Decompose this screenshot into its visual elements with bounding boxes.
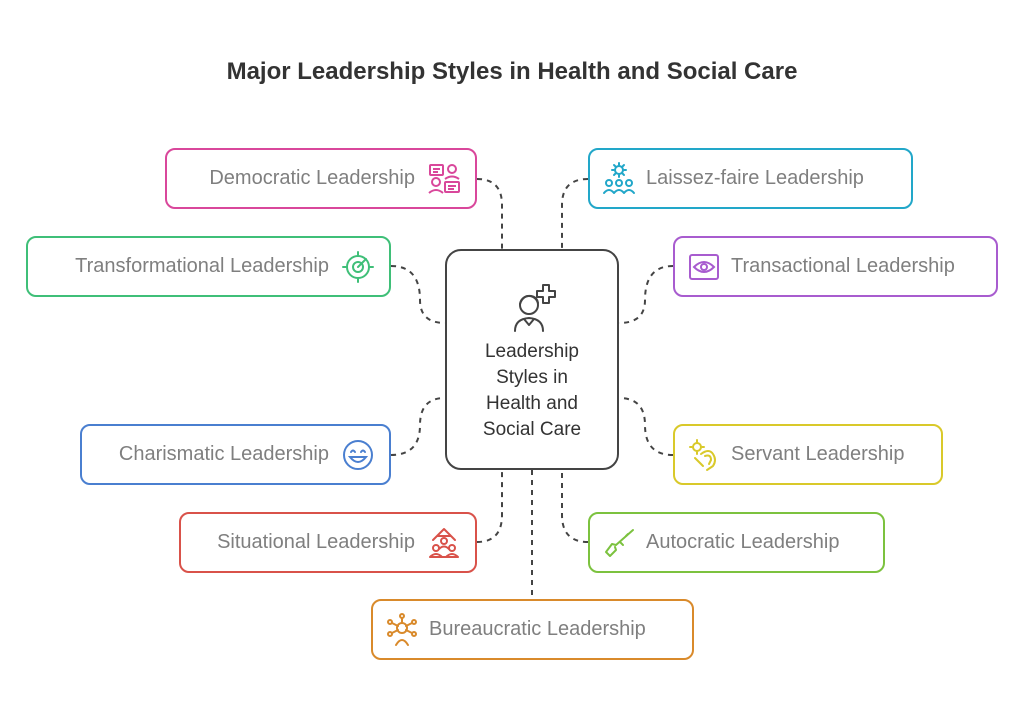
charismatic-leadership-node: Charismatic Leadership xyxy=(80,424,391,485)
autocratic-leadership-node: Autocratic Leadership xyxy=(588,512,885,573)
discussion-icon xyxy=(427,162,461,196)
central-topic-node: Leadership Styles in Health and Social C… xyxy=(445,249,619,470)
democratic-leadership-label: Democratic Leadership xyxy=(209,167,415,189)
group-gear-icon xyxy=(602,161,636,196)
nurse-plus-icon xyxy=(507,279,563,340)
servant-leadership-node: Servant Leadership xyxy=(673,424,943,485)
page-title: Major Leadership Styles in Health and So… xyxy=(226,58,798,85)
helping-hand-icon xyxy=(687,438,721,472)
smiley-icon xyxy=(341,438,375,472)
eye-frame-icon xyxy=(687,250,721,284)
transformational-leadership-label: Transformational Leadership xyxy=(75,255,329,277)
charismatic-leadership-label: Charismatic Leadership xyxy=(118,443,329,465)
transformational-leadership-node: Transformational Leadership xyxy=(26,236,391,297)
central-topic-label: Leadership Styles in Health and Social C… xyxy=(482,341,582,440)
bureaucratic-leadership-node: Bureaucratic Leadership xyxy=(371,599,694,660)
bureaucratic-leadership-label: Bureaucratic Leadership xyxy=(429,618,646,640)
servant-leadership-label: Servant Leadership xyxy=(731,443,905,465)
democratic-leadership-node: Democratic Leadership xyxy=(165,148,477,209)
transactional-leadership-node: Transactional Leadership xyxy=(673,236,998,297)
laissez-faire-leadership-label: Laissez-faire Leadership xyxy=(646,167,864,189)
autocratic-leadership-label: Autocratic Leadership xyxy=(646,531,840,553)
team-arrow-icon xyxy=(427,526,461,560)
situational-leadership-node: Situational Leadership xyxy=(179,512,477,573)
target-gauge-icon xyxy=(341,250,375,284)
rifle-icon xyxy=(602,526,636,560)
transactional-leadership-label: Transactional Leadership xyxy=(731,255,955,277)
hub-person-icon xyxy=(385,612,419,647)
laissez-faire-leadership-node: Laissez-faire Leadership xyxy=(588,148,913,209)
situational-leadership-label: Situational Leadership xyxy=(217,531,415,553)
